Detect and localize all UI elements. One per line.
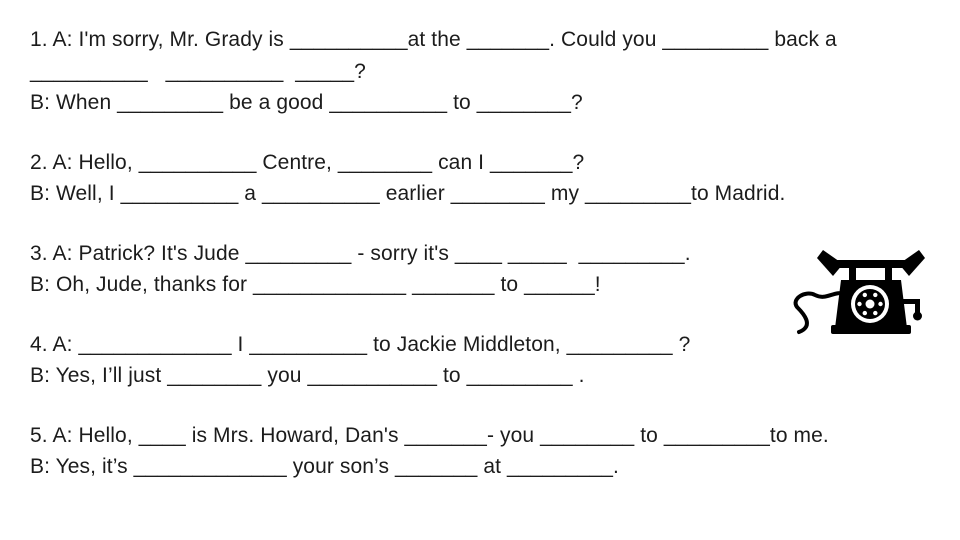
dialogue-line: B: Yes, I’ll just ________ you _________…	[30, 364, 585, 387]
telephone-image	[791, 250, 947, 338]
dialogue-line: 5. A: Hello, ____ is Mrs. Howard, Dan's …	[30, 423, 829, 447]
dialogue-1: 1. A: I'm sorry, Mr. Grady is __________…	[30, 24, 940, 119]
dialogue-2: 2. A: Hello, __________ Centre, ________…	[30, 147, 940, 210]
telephone-icon	[793, 250, 925, 334]
dialogue-5: 5. A: Hello, ____ is Mrs. Howard, Dan's …	[30, 420, 940, 483]
dialogue-line: B: When _________ be a good __________ t…	[30, 91, 583, 114]
dialogue-3: 3. A: Patrick? It's Jude _________ - sor…	[30, 238, 940, 301]
dialogue-line: B: Well, I __________ a __________ earli…	[30, 182, 786, 205]
dialogue-line: 3. A: Patrick? It's Jude _________ - sor…	[30, 241, 691, 265]
dialogue-line: 2. A: Hello, __________ Centre, ________…	[30, 150, 585, 174]
dialogue-line: 1. A: I'm sorry, Mr. Grady is __________…	[30, 28, 837, 51]
dialogue-line: 4. A: _____________ I __________ to Jack…	[30, 332, 691, 356]
dialogue-line: B: Yes, it’s _____________ your son’s __…	[30, 455, 619, 478]
dialogue-4: 4. A: _____________ I __________ to Jack…	[30, 329, 940, 392]
dialogue-line: __________ __________ _____?	[30, 59, 366, 83]
dialogue-line: B: Oh, Jude, thanks for _____________ __…	[30, 273, 601, 296]
